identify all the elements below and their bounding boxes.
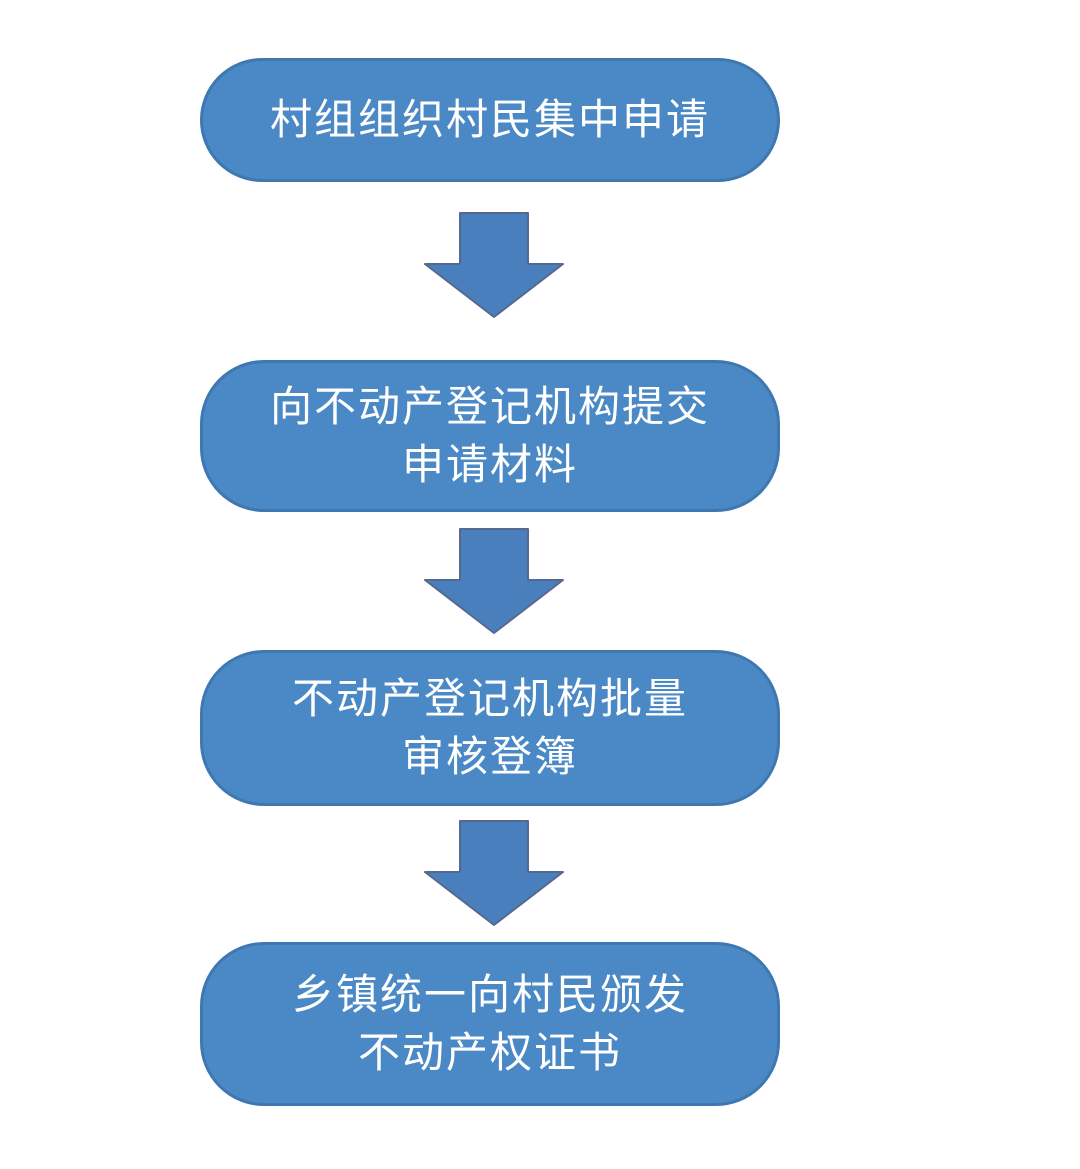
down-arrow-icon — [424, 528, 564, 634]
flow-step-4-text-line-1: 乡镇统一向村民颁发 — [291, 971, 688, 1018]
down-arrow-shape — [424, 528, 564, 634]
down-arrow-shape — [424, 212, 564, 318]
flow-step-1: 村组组织村民集中申请 — [200, 58, 780, 182]
flow-step-3-text-line-1: 不动产登记机构批量 — [291, 675, 688, 722]
flow-step-3-text-line-2: 审核登簿 — [401, 733, 578, 780]
down-arrow-icon — [424, 820, 564, 926]
flow-step-2-text-line-1: 向不动产登记机构提交 — [269, 383, 710, 430]
flow-step-4-text-line-2: 不动产权证书 — [357, 1029, 622, 1076]
flow-step-2-text-line-2: 申请材料 — [401, 441, 578, 488]
flow-step-2: 向不动产登记机构提交 申请材料 — [200, 360, 780, 512]
flow-step-3: 不动产登记机构批量 审核登簿 — [200, 650, 780, 806]
flow-step-4: 乡镇统一向村民颁发 不动产权证书 — [200, 942, 780, 1106]
down-arrow-shape — [424, 820, 564, 926]
flow-step-1-text: 村组组织村民集中申请 — [269, 96, 710, 143]
down-arrow-icon — [424, 212, 564, 318]
